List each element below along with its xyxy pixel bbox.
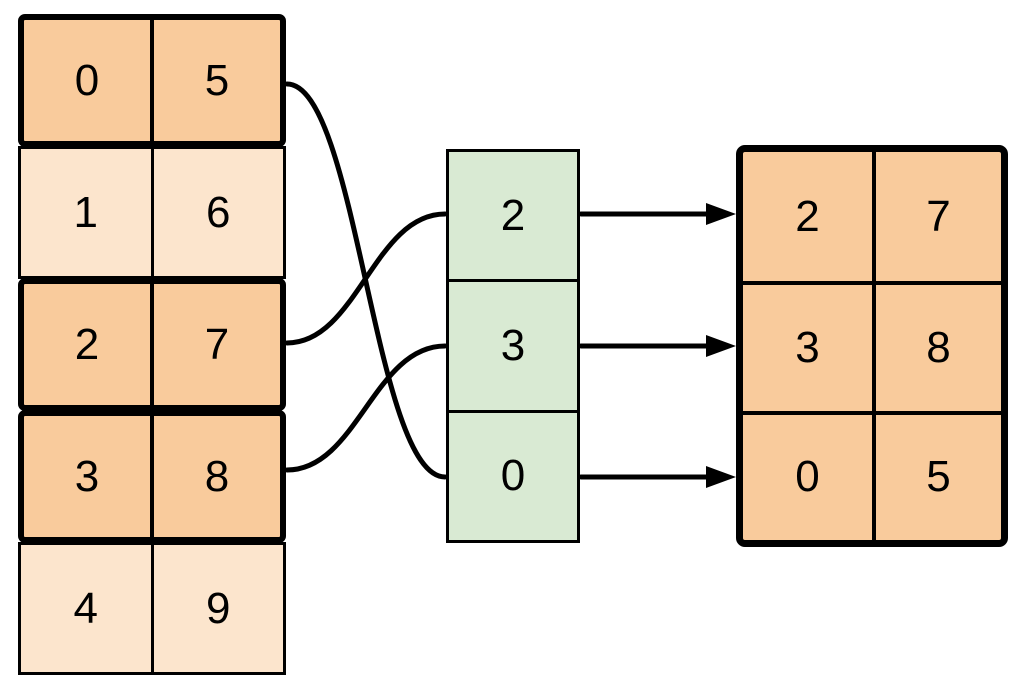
source-cell-0-0: 0 <box>24 20 154 141</box>
source-cell-1-0: 1 <box>21 149 154 276</box>
result-table: 2 7 3 8 0 5 <box>736 145 1008 547</box>
result-cell-1-1: 8 <box>872 281 1001 411</box>
index-cell-2: 0 <box>449 409 577 540</box>
result-cell-2-1: 5 <box>872 410 1001 540</box>
arrowhead-result-row1 <box>706 335 736 357</box>
source-cell-2-1: 7 <box>204 319 230 369</box>
source-row-1: 1 6 <box>18 146 286 279</box>
source-cell-1-1: 6 <box>206 187 231 237</box>
result-cell-0-1: 7 <box>872 152 1001 282</box>
curve-source-row2-to-index-2 <box>284 211 448 346</box>
source-cell-3-1: 8 <box>204 451 230 501</box>
source-cell-3-0: 3 <box>24 416 154 537</box>
result-cell-1-0: 3 <box>743 281 872 410</box>
arrowhead-result-row2 <box>706 466 736 488</box>
source-cell-4-1: 9 <box>206 583 231 633</box>
index-column: 2 3 0 <box>446 149 580 543</box>
source-row-3: 3 8 <box>18 410 286 543</box>
source-row-0: 0 5 <box>18 14 286 147</box>
arrowhead-result-row0 <box>706 203 736 225</box>
source-row-4: 4 9 <box>18 542 286 675</box>
result-cell-2-0: 0 <box>743 410 872 540</box>
curve-source-row3-to-index-3 <box>284 343 448 473</box>
source-cell-4-0: 4 <box>21 545 154 672</box>
source-row-2: 2 7 <box>18 278 286 411</box>
result-cell-0-0: 2 <box>795 191 820 241</box>
curve-source-row0-to-index-0 <box>284 81 448 480</box>
source-cell-2-0: 2 <box>24 284 154 405</box>
index-cell-1: 3 <box>449 279 577 409</box>
source-cell-0-1: 5 <box>204 55 230 105</box>
index-cell-0: 2 <box>500 190 526 240</box>
